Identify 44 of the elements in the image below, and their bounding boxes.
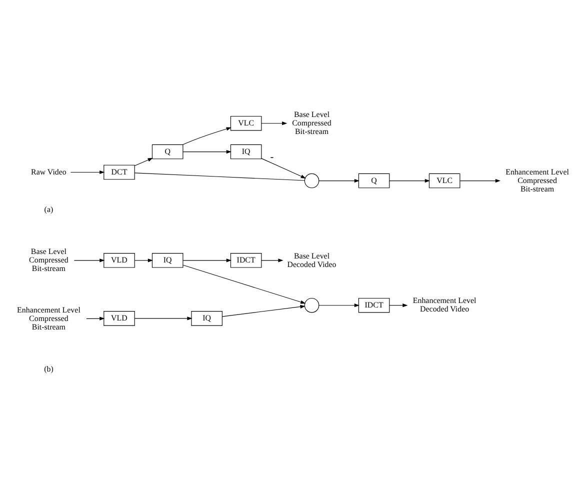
arrow [134, 158, 153, 166]
arrow [86, 316, 105, 320]
node-circle [304, 173, 320, 188]
arrow [134, 316, 192, 320]
arrow [318, 179, 360, 183]
node-box: DCT [104, 164, 135, 180]
arrow [261, 158, 306, 178]
node-text: Enhancement Level Compressed Bit-stream [17, 306, 80, 332]
node-box: IQ [152, 253, 184, 268]
arrow [74, 258, 105, 262]
arrow [389, 304, 408, 308]
node-box: VLC [428, 173, 460, 188]
label: (b) [44, 364, 54, 374]
arrow [70, 170, 105, 174]
node-box: IQ [191, 311, 222, 326]
node-box: VLC [230, 116, 262, 131]
node-text: Enhancement Level Compressed Bit-stream [506, 167, 569, 194]
edge-label: - [270, 152, 274, 163]
node-text: Base Level Decoded Video [287, 251, 336, 269]
arrow [222, 304, 306, 317]
node-box: Q [358, 173, 390, 188]
connector [134, 172, 305, 181]
node-box: IDCT [358, 298, 390, 313]
node-circle [304, 298, 320, 313]
arrow [389, 179, 430, 183]
node-text: Base Level Compressed Bit-stream [292, 110, 332, 136]
arrow [318, 304, 360, 308]
node-box: Q [152, 144, 184, 160]
node-box: IQ [230, 144, 262, 160]
arrow [134, 258, 154, 262]
arrow [261, 122, 288, 126]
node-text: Enhancement Level Decoded Video [412, 296, 476, 314]
label: (a) [44, 204, 54, 214]
arrow [182, 258, 232, 262]
arrow [182, 127, 232, 145]
node-text: Raw Video [31, 167, 66, 176]
arrow [261, 258, 284, 262]
arrow [182, 264, 306, 304]
node-box: IDCT [230, 253, 262, 268]
node-box: VLD [104, 311, 135, 326]
node-box: VLD [104, 253, 135, 268]
arrow [182, 150, 232, 154]
node-text: Base Level Compressed Bit-stream [29, 246, 68, 274]
arrow [460, 179, 501, 183]
